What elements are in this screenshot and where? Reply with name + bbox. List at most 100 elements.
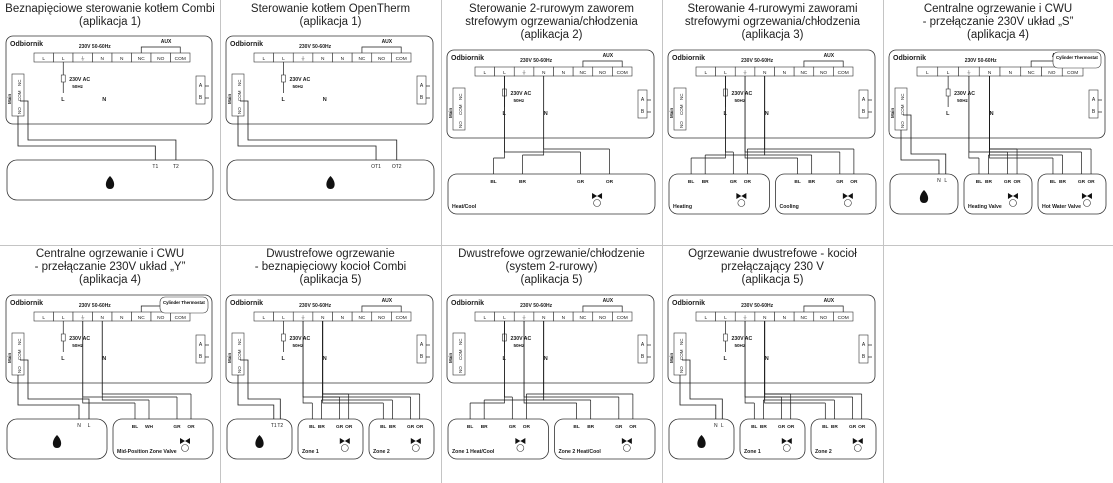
terminal-label: N <box>783 315 787 321</box>
diagram-title-line: (aplikacja 4) <box>967 29 1029 41</box>
terminal-label: ⏚ <box>301 314 306 321</box>
neutral-label: N <box>765 356 769 362</box>
terminal-label: N <box>101 56 105 62</box>
wire <box>582 305 623 312</box>
neutral-label: N <box>544 356 548 362</box>
flame-icon <box>105 176 115 189</box>
diagram-title-line: Ogrzewanie dwustrefowe - kocioł <box>688 248 857 260</box>
receiver-label: Odbiornik <box>672 300 705 307</box>
relay-com-label: COM <box>679 104 684 115</box>
valve-wire-label: BL <box>822 424 828 430</box>
motor-icon <box>623 444 631 452</box>
terminal-label: NO <box>820 315 827 321</box>
receiver-label: Odbiornik <box>893 55 926 62</box>
valve-wire-label: GR <box>849 424 857 430</box>
terminal-label: ⏚ <box>301 55 306 62</box>
diagram-cell: Centralne ogrzewanie i CWU- przełączanie… <box>0 245 220 483</box>
valve-wire-label: OR <box>187 424 195 430</box>
valve-wire-label: BR <box>481 424 488 430</box>
valve-icon <box>621 438 632 444</box>
bus-b-label: B <box>862 354 866 360</box>
terminal-label: ⏚ <box>522 314 527 321</box>
wire <box>20 359 90 419</box>
main-label: Main <box>669 352 674 363</box>
terminal-label: NO <box>1048 70 1055 76</box>
flame-icon <box>697 435 706 448</box>
receiver-label: Odbiornik <box>230 300 263 307</box>
boiler-terminal-label: N <box>714 423 718 429</box>
live-label: L <box>61 356 65 362</box>
valve-wire-label: GR <box>836 179 844 185</box>
relay-nc-label: NC <box>237 338 242 345</box>
valve-wire-label: OR <box>1013 179 1021 185</box>
supply-label: 230V 50-60Hz <box>520 58 552 64</box>
terminal-label: ⏚ <box>743 69 748 76</box>
main-label: Main <box>448 352 453 363</box>
neutral-label: N <box>765 111 769 117</box>
valve-wire-label: OR <box>1087 179 1095 185</box>
wire <box>504 76 581 153</box>
motor-icon <box>1009 199 1017 207</box>
wire <box>989 76 1092 150</box>
terminal-label: NO <box>157 56 164 62</box>
valve-caption: Hot Water Valve <box>1042 204 1081 210</box>
valve-icon <box>515 438 526 444</box>
motor-icon <box>412 444 420 452</box>
wire <box>679 375 717 419</box>
terminal-cell <box>391 52 412 63</box>
fuse-symbol <box>945 88 951 97</box>
terminal-label: ⏚ <box>966 69 971 76</box>
terminal-label: COM <box>396 315 407 321</box>
wire <box>237 375 275 419</box>
diagram-cell: Beznapięciowe sterowanie kotłem Combi(ap… <box>0 0 220 245</box>
terminal-label: NC <box>800 70 807 76</box>
relay-nc-label: NC <box>458 93 463 100</box>
valve-caption: Zone 1 <box>302 449 319 455</box>
terminal-label: L <box>503 315 506 321</box>
bus-terminal-block <box>416 75 427 105</box>
wire <box>322 321 420 395</box>
bus-b-label: B <box>199 354 203 360</box>
motor-icon <box>1083 199 1091 207</box>
ac-voltage-label: 230V AC <box>731 336 752 342</box>
relay-nc-label: NC <box>458 338 463 345</box>
relay-nc-label: NC <box>900 93 905 100</box>
live-label: L <box>946 111 950 117</box>
supply-label: 230V 50-60Hz <box>79 44 111 50</box>
valve-wire-label: BL <box>794 179 800 185</box>
receiver-label: Odbiornik <box>672 55 705 62</box>
bus-a-label: A <box>420 342 424 348</box>
valve-wire-label: BR <box>318 424 325 430</box>
diagram-title-line: Sterowanie 2-rurowym zaworem <box>469 3 634 15</box>
diagram-title-line: (aplikacja 2) <box>520 29 583 41</box>
valve-wire-label: OR <box>787 424 795 430</box>
live-label: L <box>61 97 65 103</box>
wire <box>240 359 281 419</box>
bus-a-label: A <box>1092 97 1096 103</box>
main-label: Main <box>227 352 232 363</box>
valve-wire-label: GR <box>1078 179 1086 185</box>
valve-wire-label: BR <box>831 424 838 430</box>
bus-a-label: A <box>199 83 203 89</box>
valve-wire-label: BL <box>380 424 386 430</box>
valve-wire-label: OR <box>345 424 353 430</box>
terminal-cell <box>833 311 854 322</box>
aux-label: AUX <box>382 39 393 45</box>
ac-frequency-label: 50Hz <box>734 343 745 348</box>
valve-wire-label: GR <box>509 424 517 430</box>
receiver-label: Odbiornik <box>10 300 43 307</box>
terminal-label: COM <box>838 315 849 321</box>
ac-voltage-label: 230V AC <box>69 77 90 83</box>
wire <box>504 321 513 398</box>
boiler-terminal-label: T2 <box>277 423 283 429</box>
terminal-label: NC <box>579 70 586 76</box>
boiler-terminal-label: T1 <box>152 164 158 170</box>
